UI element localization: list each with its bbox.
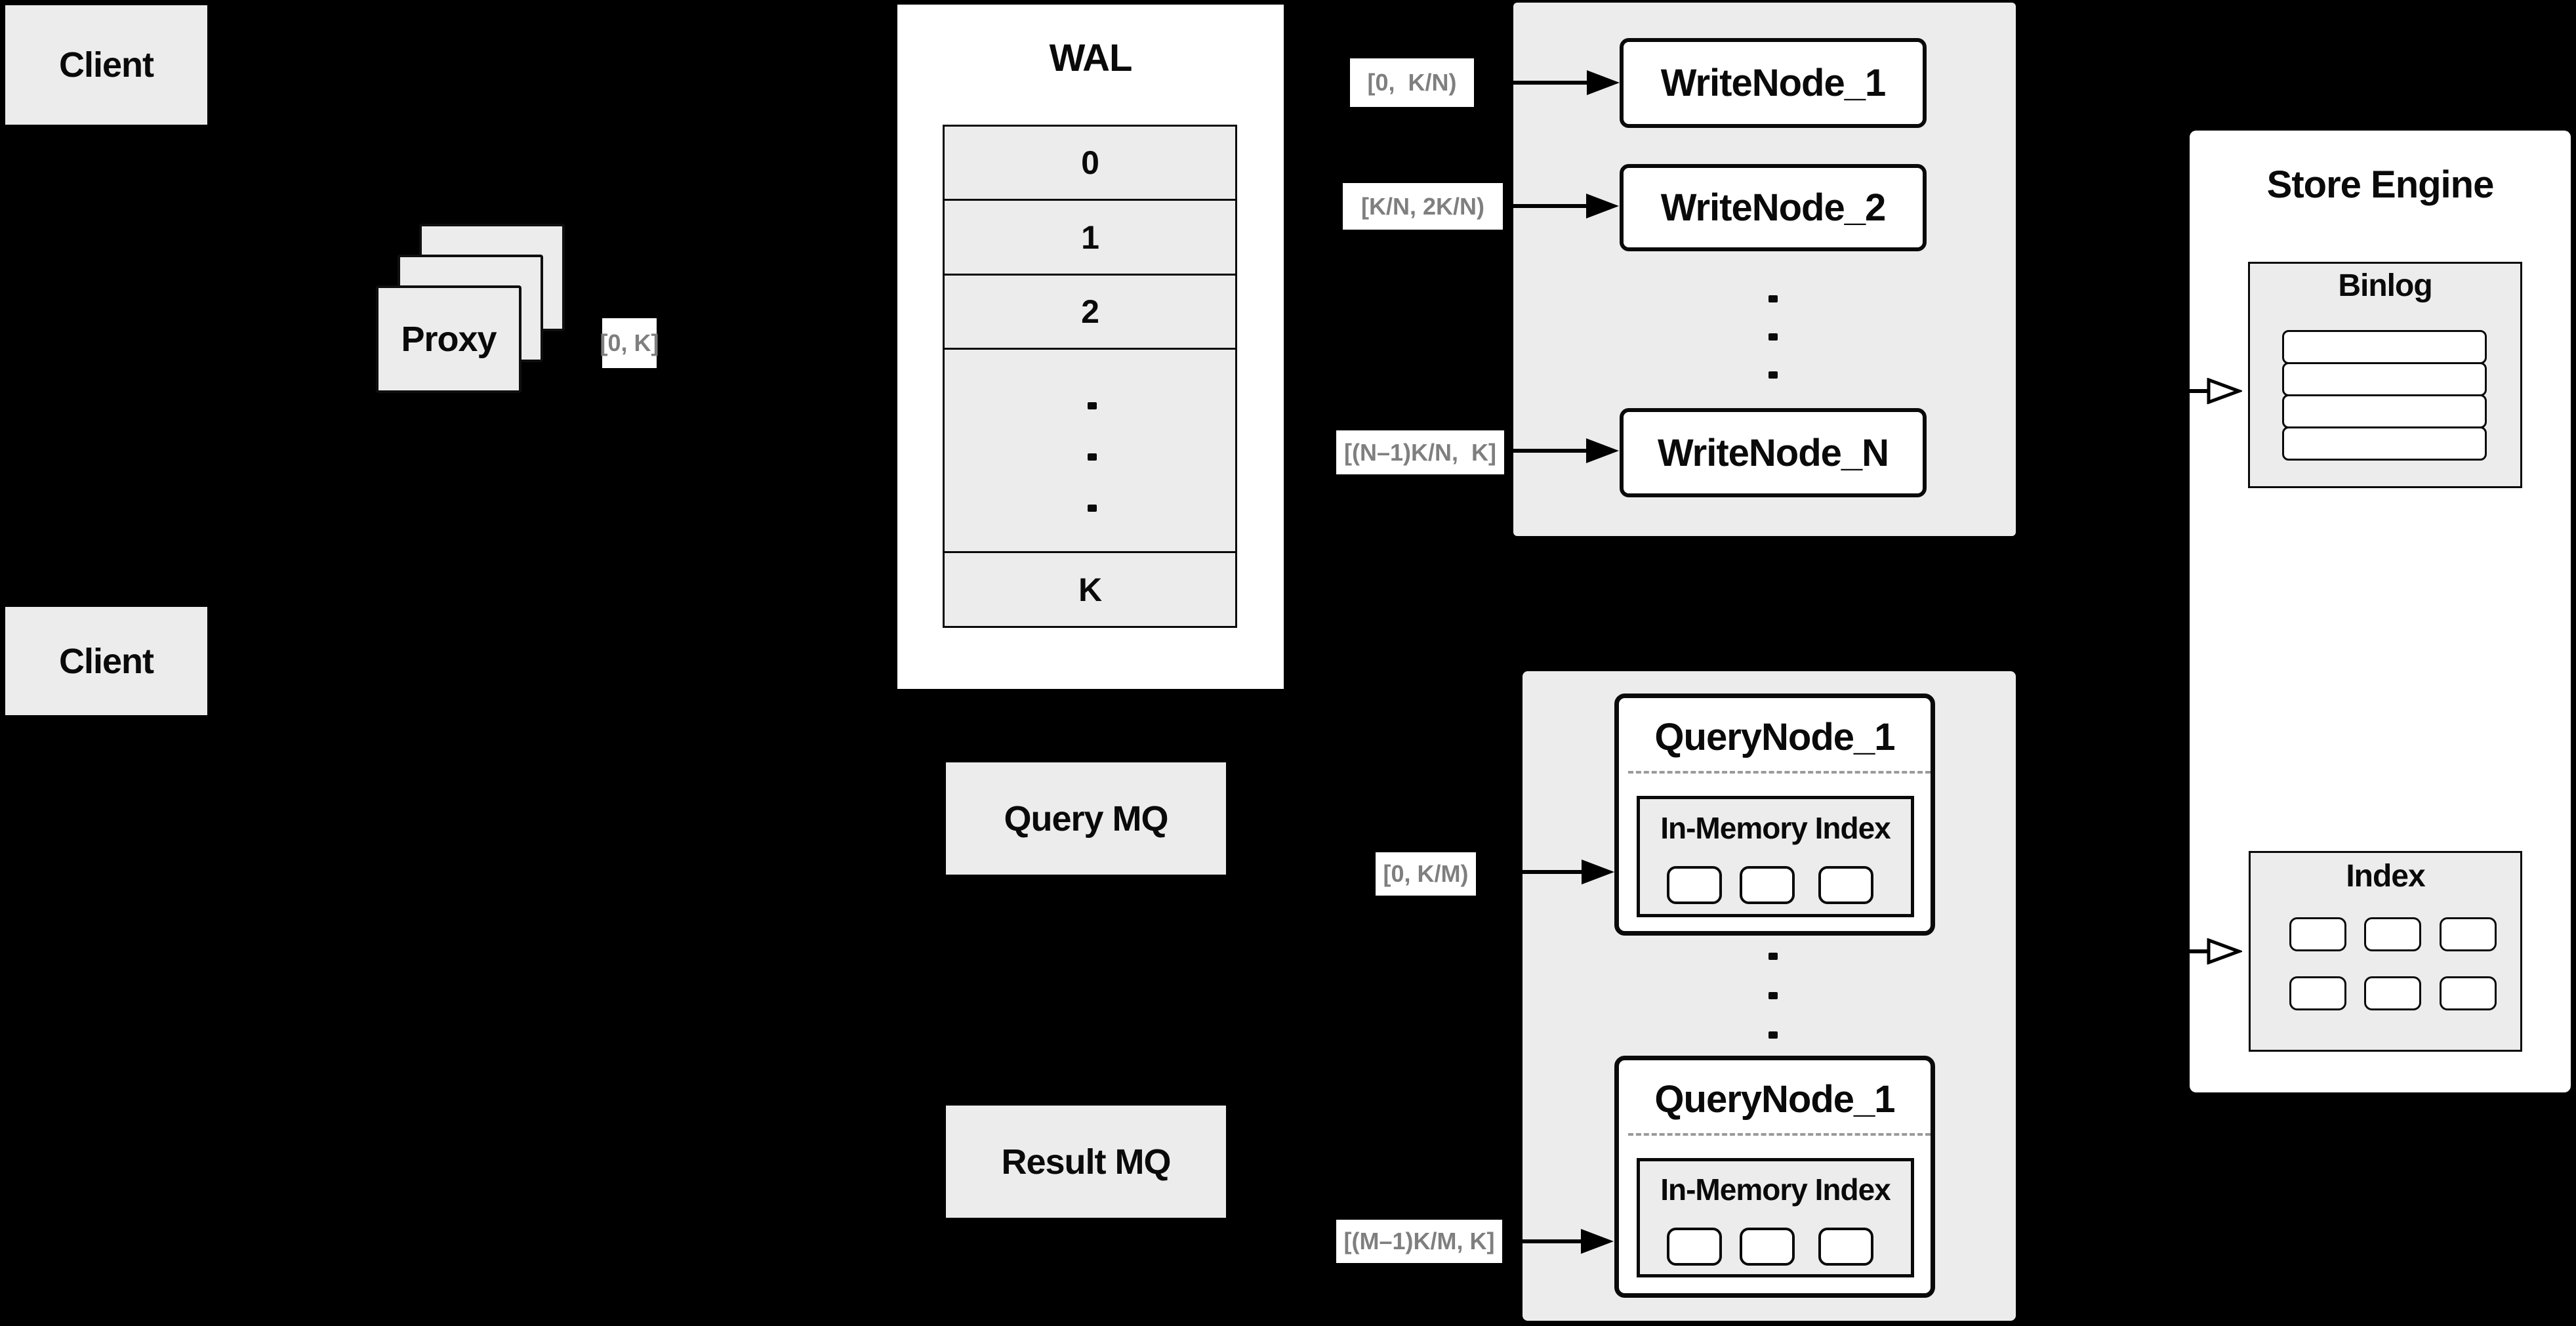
arrow-line: [1474, 81, 1589, 85]
wal-title: WAL: [1049, 37, 1133, 79]
client-box-top: Client: [5, 5, 207, 125]
arrow-line: [1476, 870, 1585, 874]
range-label-writenode-n: [(N–1)K/N, K]: [1336, 430, 1504, 474]
ellipsis-dot: [1768, 992, 1778, 999]
index-cell: [2289, 917, 2346, 951]
memory-cell: [1818, 1228, 1873, 1266]
arrow-line: [1504, 449, 1589, 453]
arrowhead-solid: [1587, 70, 1620, 95]
proxy-box: Proxy: [376, 285, 521, 393]
arrow-line: [1503, 204, 1589, 208]
write-node-2: WriteNode_2: [1620, 164, 1927, 251]
memory-cell: [1818, 866, 1873, 904]
in-memory-index-title-bottom: In-Memory Index: [1660, 1172, 1891, 1207]
index-box: [2249, 851, 2522, 1052]
store-engine-title: Store Engine: [2266, 163, 2495, 206]
dashed-divider: [1628, 1133, 1931, 1136]
write-node-1: WriteNode_1: [1620, 38, 1927, 128]
memory-cell: [1667, 1228, 1722, 1266]
index-cell: [2289, 976, 2346, 1010]
binlog-row: [2282, 394, 2487, 428]
wal-row-ellipsis: [943, 348, 1237, 553]
client-box-bottom: Client: [5, 607, 207, 715]
arrowhead-solid: [1586, 194, 1619, 218]
arrow-line: [1502, 1239, 1584, 1243]
dashed-divider: [1628, 771, 1931, 774]
binlog-row: [2282, 330, 2487, 364]
memory-cell: [1740, 866, 1795, 904]
memory-cell: [1740, 1228, 1795, 1266]
arrowhead-solid: [1582, 860, 1614, 884]
query-node-title-bottom: QueryNode_1: [1654, 1078, 1895, 1121]
arrow-line: [2017, 389, 2209, 393]
range-label-querynode-top: [0, K/M): [1376, 852, 1476, 896]
index-cell: [2440, 976, 2497, 1010]
ellipsis-dot: [1768, 1031, 1778, 1039]
query-mq-box: Query MQ: [946, 762, 1226, 875]
ellipsis-dot: [1088, 505, 1097, 512]
memory-cell: [1667, 866, 1722, 904]
index-cell: [2364, 976, 2421, 1010]
index-title: Index: [2346, 859, 2425, 894]
ellipsis-dot: [1768, 333, 1778, 341]
ellipsis-dot: [1768, 371, 1778, 379]
index-cell: [2364, 917, 2421, 951]
ellipsis-dot: [1088, 453, 1097, 461]
range-label-querynode-bottom: [(M–1)K/M, K]: [1336, 1220, 1502, 1263]
arrowhead-open: [2207, 378, 2242, 404]
range-label-proxy: [0, K]: [600, 318, 659, 368]
wal-row-k: K: [943, 551, 1237, 628]
binlog-row: [2282, 362, 2487, 396]
write-node-n: WriteNode_N: [1620, 408, 1927, 497]
arrow-line: [2017, 949, 2209, 953]
ellipsis-dot: [1768, 295, 1778, 302]
wal-row-0: 0: [943, 125, 1237, 201]
ellipsis-dot: [1768, 953, 1778, 960]
ellipsis-dot: [1088, 402, 1097, 409]
arrowhead-solid: [1581, 1229, 1614, 1254]
in-memory-index-title-top: In-Memory Index: [1660, 811, 1891, 845]
binlog-title: Binlog: [2338, 268, 2432, 303]
index-cell: [2440, 917, 2497, 951]
wal-row-2: 2: [943, 274, 1237, 350]
binlog-row: [2282, 426, 2487, 461]
wal-row-1: 1: [943, 199, 1237, 276]
range-label-writenode-2: [K/N, 2K/N): [1343, 183, 1503, 230]
arrowhead-open: [2207, 938, 2242, 964]
arrowhead-solid: [1586, 438, 1619, 463]
result-mq-box: Result MQ: [946, 1106, 1226, 1218]
range-label-writenode-1: [0, K/N): [1350, 58, 1474, 107]
query-node-title-top: QueryNode_1: [1654, 716, 1895, 758]
